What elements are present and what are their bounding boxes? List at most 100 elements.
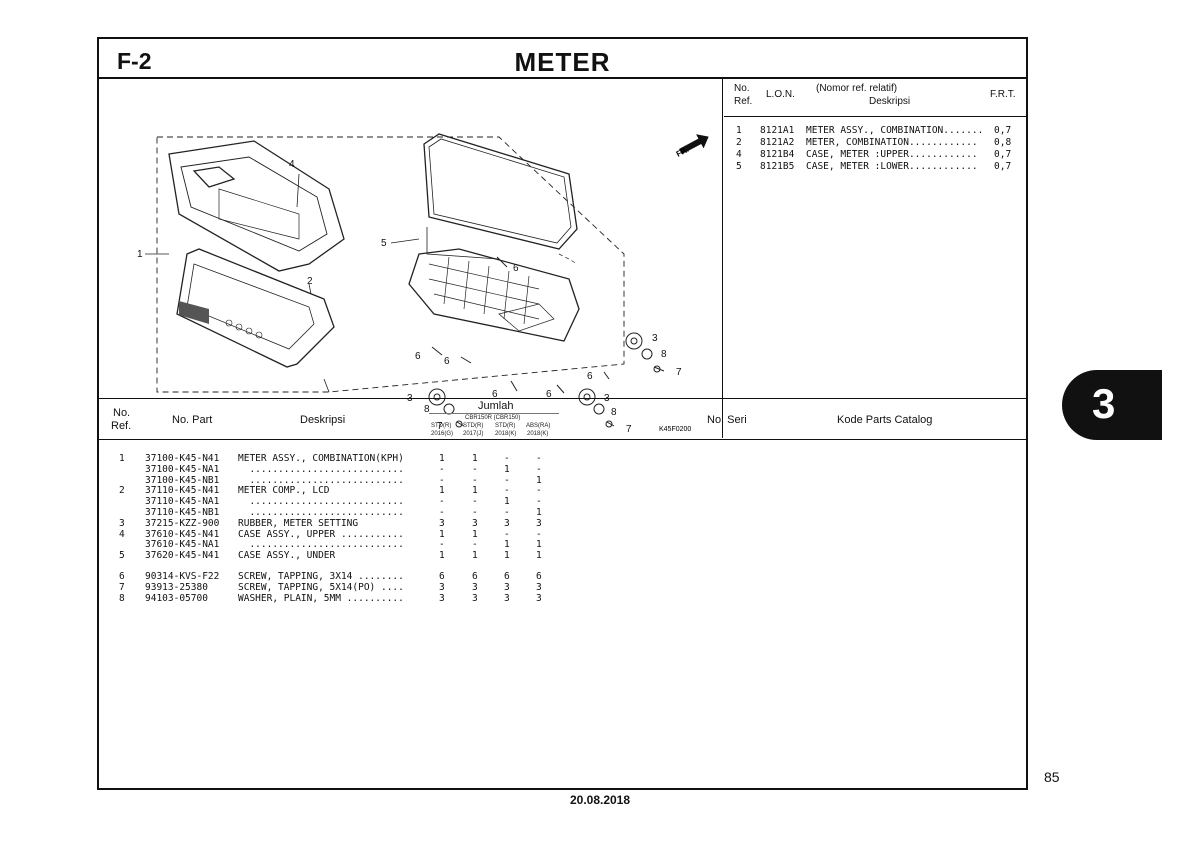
frt-desc: METER ASSY., COMBINATION.......	[806, 125, 984, 136]
qty: 3	[504, 592, 510, 604]
frt-lon: 8121B5	[760, 161, 795, 172]
frt-row: 2 8121A2 METER, COMBINATION............ …	[724, 137, 1028, 149]
callout: 6	[415, 351, 421, 362]
section-title: METER	[514, 47, 611, 77]
part-desc: ...........................	[238, 506, 404, 518]
header-frt: F.R.T.	[990, 89, 1016, 100]
header-deskripsi: Deskripsi	[869, 96, 911, 107]
qty: 6	[439, 570, 445, 582]
frt-value: 0,7	[994, 125, 1012, 136]
qty: 1	[536, 474, 542, 486]
part-desc: ...........................	[238, 496, 404, 508]
part-desc: ...........................	[238, 474, 404, 486]
part-desc: METER COMP., LCD	[238, 485, 330, 497]
frt-lon: 8121B4	[760, 149, 795, 160]
qty: 1	[504, 539, 510, 551]
callout: 1	[137, 249, 143, 260]
part-number: 37610-K45-NA1	[145, 539, 220, 551]
frt-value: 0,8	[994, 137, 1012, 148]
part-desc: ...........................	[238, 463, 404, 475]
qty: 1	[439, 528, 445, 540]
part-desc: SCREW, TAPPING, 5X14(PO) ....	[238, 581, 404, 593]
header-year: 2018(K)	[495, 431, 517, 437]
qty: 3	[439, 592, 445, 604]
callout: 4	[289, 159, 295, 170]
header-no: No.	[113, 407, 131, 419]
row-spacer	[99, 561, 1026, 571]
frt-lon: 8121A2	[760, 137, 795, 148]
part-number: 37110-K45-NB1	[145, 506, 220, 518]
frt-reference-panel: No. Ref. L.O.N. (Nomor ref. relatif) Des…	[724, 79, 1028, 438]
frt-desc: CASE, METER :UPPER............	[806, 149, 978, 160]
qty: -	[504, 506, 510, 518]
table-row: 3 37215-KZZ-900 RUBBER, METER SETTING 3 …	[99, 518, 1026, 529]
part-ref: 3	[119, 517, 125, 529]
qty: -	[536, 528, 542, 540]
qty: 3	[536, 581, 542, 593]
frt-no: 1	[736, 125, 742, 136]
part-ref: 8	[119, 592, 125, 604]
qty: 1	[504, 550, 510, 562]
qty: -	[439, 539, 445, 551]
qty: -	[536, 496, 542, 508]
header-ref: Ref.	[734, 96, 753, 107]
qty: 3	[504, 581, 510, 593]
qty: 3	[504, 517, 510, 529]
table-row: 8 94103-05700 WASHER, PLAIN, 5MM .......…	[99, 593, 1026, 604]
title-bar: F-2 METER	[99, 39, 1026, 79]
frt-lon: 8121A1	[760, 125, 795, 136]
part-number: 37110-K45-N41	[145, 485, 220, 497]
header-lon: L.O.N.	[766, 89, 795, 100]
qty: -	[472, 506, 478, 518]
header-no: No.	[734, 83, 750, 94]
frt-rows: 1 8121A1 METER ASSY., COMBINATION.......…	[724, 125, 1028, 173]
callout: 6	[492, 389, 498, 400]
footer-date: 20.08.2018	[569, 793, 631, 807]
header-col: STD(R)	[495, 423, 516, 429]
qty: -	[439, 474, 445, 486]
header-year: 2017(J)	[463, 431, 484, 437]
frt-header: No. Ref. L.O.N. (Nomor ref. relatif) Des…	[724, 79, 1028, 117]
part-number: 93913-25380	[145, 581, 208, 593]
qty: -	[504, 528, 510, 540]
diagram-code: K45F0200	[659, 426, 691, 433]
qty: 3	[472, 581, 478, 593]
qty: 3	[439, 517, 445, 529]
qty: -	[504, 485, 510, 497]
part-desc: METER ASSY., COMBINATION(KPH)	[238, 453, 404, 464]
part-number: 90314-KVS-F22	[145, 570, 220, 582]
callout: 5	[381, 238, 387, 249]
parts-list: 1 37100-K45-N41 METER ASSY., COMBINATION…	[99, 453, 1026, 604]
part-ref: 4	[119, 528, 125, 540]
part-desc: CASE ASSY., UNDER	[238, 550, 336, 562]
header-col: ABS(RA)	[526, 423, 551, 429]
callout: 3	[652, 333, 658, 344]
header-part: No. Part	[172, 414, 213, 426]
header-model: CBR150R (CBR150)	[465, 415, 521, 421]
part-number: 37110-K45-NA1	[145, 496, 220, 508]
callout: 7	[676, 367, 682, 378]
qty: -	[536, 485, 542, 497]
header-deskripsi: Deskripsi	[300, 414, 346, 426]
qty: 3	[536, 517, 542, 529]
frt-value: 0,7	[994, 149, 1012, 160]
frt-value: 0,7	[994, 161, 1012, 172]
qty: 1	[536, 539, 542, 551]
qty: -	[439, 463, 445, 475]
diagram-drawing: FR. 1 2 3 3 4 5 6 6 6 6 6 6 7 7 7 8 8 8	[137, 133, 709, 435]
part-desc: ...........................	[238, 539, 404, 551]
table-row: 37100-K45-NA1 ..........................…	[99, 464, 1026, 475]
qty: 1	[472, 485, 478, 497]
qty: 1	[536, 506, 542, 518]
qty: -	[472, 474, 478, 486]
part-desc: WASHER, PLAIN, 5MM ..........	[238, 592, 404, 604]
qty: 3	[472, 517, 478, 529]
qty: 1	[439, 550, 445, 562]
qty: -	[472, 496, 478, 508]
qty: 1	[439, 485, 445, 497]
part-number: 37610-K45-N41	[145, 528, 220, 540]
table-row: 2 37110-K45-N41 METER COMP., LCD 1 1 - -	[99, 485, 1026, 496]
qty: -	[504, 453, 510, 464]
section-code: F-2	[117, 48, 152, 74]
qty: -	[536, 453, 542, 464]
